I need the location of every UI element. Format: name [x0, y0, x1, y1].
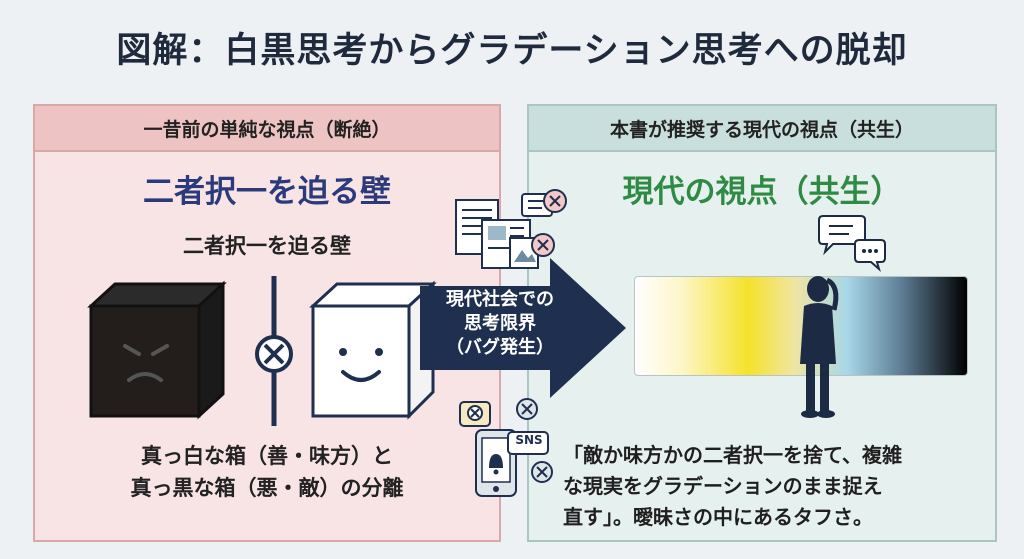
cube-comparison [87, 276, 437, 426]
black-cube-icon [87, 280, 227, 420]
left-caption-line: 真っ白な箱（善・味方）と [141, 444, 393, 468]
quote-line: 「敵か味方かの二者択一を捨て、複雑 [563, 443, 902, 467]
white-cube-icon [309, 280, 437, 420]
quote-line: な現実をグラデーションのまま捉え [563, 474, 883, 498]
phone-notification-icon [459, 398, 553, 497]
right-quote: 「敵か味方かの二者択一を捨て、複雑 な現実をグラデーションのまま捉え 直す」。曖… [563, 440, 973, 533]
left-caption-line: 真っ黒な箱（悪・敵）の分離 [130, 476, 404, 500]
close-icon [255, 335, 293, 373]
person-silhouette-icon [800, 276, 839, 418]
arrow-label-line: 現代社会での [446, 289, 554, 310]
arrow-label: 現代社会での 思考限界 （バグ発生） [425, 288, 575, 360]
right-panel-header: 本書が推奨する現代の視点（共生） [529, 106, 995, 152]
arrow-label-line: （バグ発生） [446, 337, 554, 358]
transition-arrow-icon [420, 258, 626, 398]
error-badge-icon [543, 189, 567, 213]
left-subheading: 二者択一を迫る壁 [183, 234, 351, 258]
right-heading: 現代の視点（共生） [622, 174, 902, 210]
error-badge-icon [531, 233, 555, 257]
sns-label: SNS [515, 433, 543, 447]
arrow-label-line: 思考限界 [464, 313, 536, 334]
left-caption: 真っ白な箱（善・味方）と 真っ黒な箱（悪・敵）の分離 [35, 440, 499, 504]
diagram-title: 図解：白黒思考からグラデーション思考への脱却 [116, 31, 908, 71]
speech-bubbles-icon [818, 215, 886, 272]
left-panel-header: 一昔前の単純な視点（断絶） [35, 106, 499, 152]
left-heading: 二者択一を迫る壁 [143, 174, 391, 210]
quote-line: 直す」。曖昧さの中にあるタフさ。 [563, 505, 873, 529]
